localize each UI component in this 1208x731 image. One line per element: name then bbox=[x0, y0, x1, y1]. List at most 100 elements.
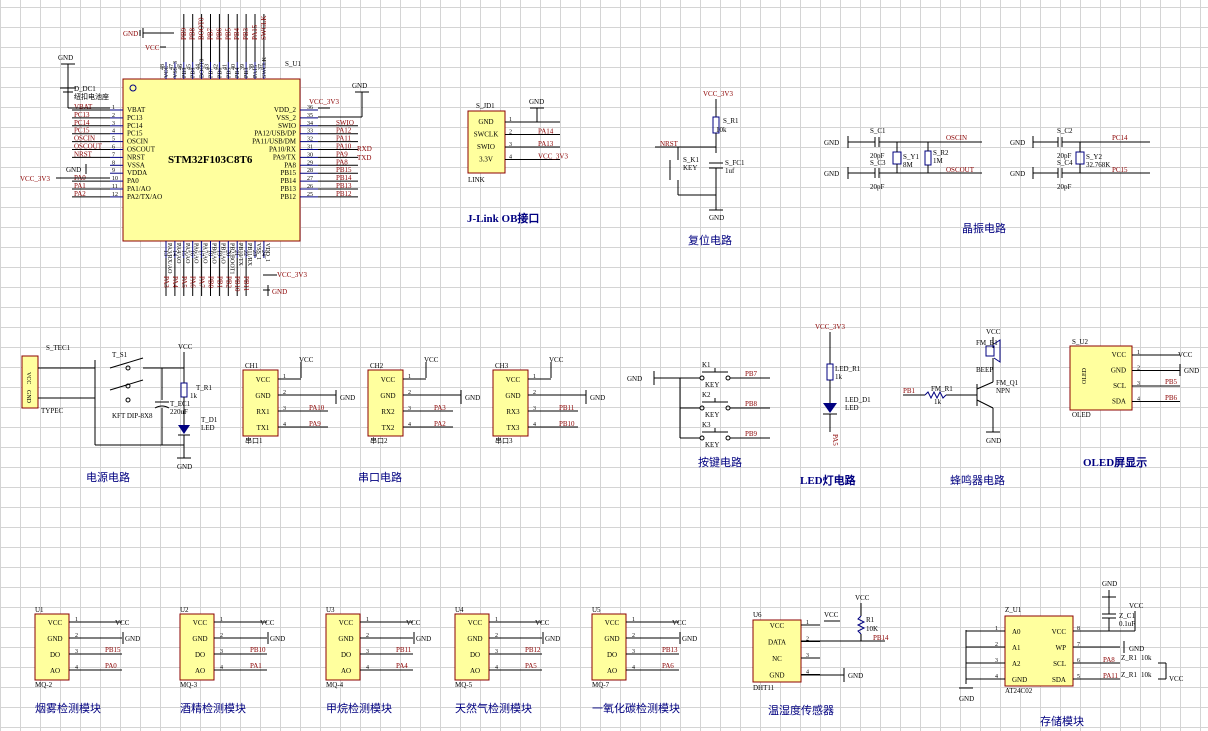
power-vcc: VCC bbox=[178, 343, 193, 351]
xtal-pc15: PC15 bbox=[1112, 166, 1128, 174]
sensor-pin-num: 2 bbox=[632, 633, 635, 639]
switch-contact bbox=[125, 397, 131, 403]
reset-gnd: GND bbox=[709, 214, 724, 222]
eeprom-block: Z_U1 AT24C02 GND GND Z_C1 0.1uF VCC GND … bbox=[959, 580, 1184, 728]
mcu-top-pin-num: 38 bbox=[249, 64, 255, 70]
reset-r-val: 10k bbox=[716, 126, 727, 134]
serial-label: 串口2 bbox=[370, 437, 388, 445]
dht-pin-name: NC bbox=[772, 655, 782, 663]
oled-pin-num: 4 bbox=[1137, 397, 1140, 403]
mcu-vdd2-label: VCC_3V3 bbox=[309, 98, 339, 106]
serial-pin-name: GND bbox=[505, 392, 520, 400]
xtal-c1-val: 20pF bbox=[870, 152, 885, 160]
dht-ref: U6 bbox=[753, 611, 762, 619]
mcu-vssa-gnd: GND bbox=[66, 166, 81, 174]
mcu-top-pin-num: 43 bbox=[205, 64, 211, 70]
mcu-left-pin-name: PC14 bbox=[127, 122, 143, 130]
sensor-pin-num: 3 bbox=[495, 649, 498, 655]
mcu-right-pin-num: 30 bbox=[307, 152, 313, 158]
mcu-bottom-pin-num: 19 bbox=[215, 250, 221, 256]
power-d-val: LED bbox=[201, 424, 215, 432]
eeprom-ref: Z_U1 bbox=[1005, 606, 1022, 614]
mcu-right-net: PB14 bbox=[336, 174, 352, 182]
sensor-pin-name: DO bbox=[50, 651, 60, 659]
power-r-ref: T_R1 bbox=[196, 384, 212, 392]
mcu-bottom-net: PB0 bbox=[207, 276, 215, 289]
mcu-right-pin-num: 29 bbox=[307, 160, 313, 166]
xtal-gnd-1: GND bbox=[824, 139, 839, 147]
jlink-net: VCC_3V3 bbox=[538, 153, 568, 161]
power-resistor bbox=[180, 382, 188, 398]
mcu-bottom-pin-name: PB10/TX bbox=[237, 243, 243, 267]
mcu-bottom-net: PA6 bbox=[189, 276, 197, 288]
mcu-right-pin-num: 34 bbox=[307, 121, 313, 127]
sensor-gnd: GND bbox=[416, 635, 431, 643]
sensor-pin-name: VCC bbox=[468, 619, 483, 627]
buzzer-cone bbox=[993, 339, 1001, 363]
mcu-bottom-net: PB11 bbox=[242, 276, 250, 292]
buzzer-block: VCC FM_B1 BEEP PB1 FM_R1 1k FM_Q1 NPN GN… bbox=[903, 328, 1019, 487]
mcu-ref: S_U1 bbox=[285, 60, 301, 68]
mcu-left-pin-name: PC13 bbox=[127, 114, 143, 122]
mcu-bottom-pin-num: 24 bbox=[260, 250, 266, 256]
mcu-top-pin-num: 47 bbox=[169, 64, 175, 70]
dht-block: U6 DHT11 VCC VCC R1 10K PB14 GND 温湿度传感器 … bbox=[752, 594, 889, 717]
mcu-vcc33-label: VCC_3V3 bbox=[20, 175, 50, 183]
mcu-top-pin-name: SWCLK bbox=[262, 56, 268, 78]
xtal-c3-val: 20pF bbox=[870, 183, 885, 191]
led-vcc: VCC_3V3 bbox=[815, 323, 845, 331]
eeprom-left-pin-num: 3 bbox=[995, 658, 998, 664]
mcu-right-pin-name: SWIO bbox=[278, 122, 296, 130]
mcu-right-net: SWIO bbox=[336, 119, 354, 127]
sensor-caption: 酒精检测模块 bbox=[180, 701, 246, 715]
sensor-do-net: PB13 bbox=[662, 646, 678, 654]
mcu-bottom-pin-num: 23 bbox=[251, 250, 257, 256]
buzzer-body bbox=[985, 345, 995, 357]
jlink-net: PA13 bbox=[538, 140, 554, 148]
mcu-bottom-pin-num: 14 bbox=[171, 250, 177, 256]
power-c-val: 220uF bbox=[170, 408, 188, 416]
power-led bbox=[178, 425, 190, 434]
reset-block: VCC_3V3 S_R1 10k NRST S_K1 KEY S_FC1 1uf… bbox=[655, 90, 745, 247]
serial-tx-net: PA9 bbox=[309, 420, 321, 428]
dht-pin-name: GND bbox=[769, 672, 784, 680]
dht-pin-num: 2 bbox=[806, 637, 809, 643]
xtal-pc14: PC14 bbox=[1112, 134, 1128, 142]
serial-gnd: GND bbox=[465, 394, 480, 402]
xtal-oscin: OSCIN bbox=[946, 134, 967, 142]
sensor-pin-name: VCC bbox=[339, 619, 354, 627]
eeprom-r-val-2: 10k bbox=[1141, 671, 1152, 679]
oled-body bbox=[1069, 345, 1133, 411]
crystal-y1 bbox=[892, 151, 902, 165]
eeprom-r-ref-2: Z_R1 bbox=[1121, 671, 1137, 679]
eeprom-right-pin-name: SCL bbox=[1053, 660, 1066, 668]
reset-nrst: NRST bbox=[660, 140, 679, 148]
eeprom-gnd: GND bbox=[959, 695, 974, 703]
xtal-gnd-3: GND bbox=[1010, 139, 1025, 147]
battery-label: 纽扣电池座 bbox=[74, 92, 109, 101]
oled-pin-name: SDA bbox=[1112, 398, 1126, 406]
sensor-gnd: GND bbox=[682, 635, 697, 643]
oled-pin-name: VCC bbox=[1112, 351, 1127, 359]
led-net: PA5 bbox=[831, 434, 839, 446]
mcu-top-pin-num: 41 bbox=[222, 64, 228, 70]
xtal-gnd-4: GND bbox=[1010, 170, 1025, 178]
xtal-gnd-2: GND bbox=[824, 170, 839, 178]
jlink-pin-name: 3.3V bbox=[479, 156, 493, 164]
sensor-gnd: GND bbox=[125, 635, 140, 643]
mcu-left-net: VBAT bbox=[74, 103, 93, 111]
transistor-collector bbox=[976, 381, 994, 390]
serial-pin-num: 1 bbox=[408, 374, 411, 380]
jlink-body bbox=[467, 110, 506, 174]
key-contact bbox=[725, 375, 731, 381]
dht-pin-name: VCC bbox=[770, 622, 785, 630]
dht-pin-num: 4 bbox=[806, 670, 809, 676]
mcu-bottom-pin-num: 15 bbox=[180, 250, 186, 256]
sensor-ao-net: PA1 bbox=[250, 662, 262, 670]
sensor-caption: 天然气检测模块 bbox=[455, 701, 532, 715]
sensor-ref: U5 bbox=[592, 606, 601, 614]
mcu-left-net: PA2 bbox=[74, 190, 86, 198]
sensor-pin-num: 4 bbox=[632, 665, 635, 671]
